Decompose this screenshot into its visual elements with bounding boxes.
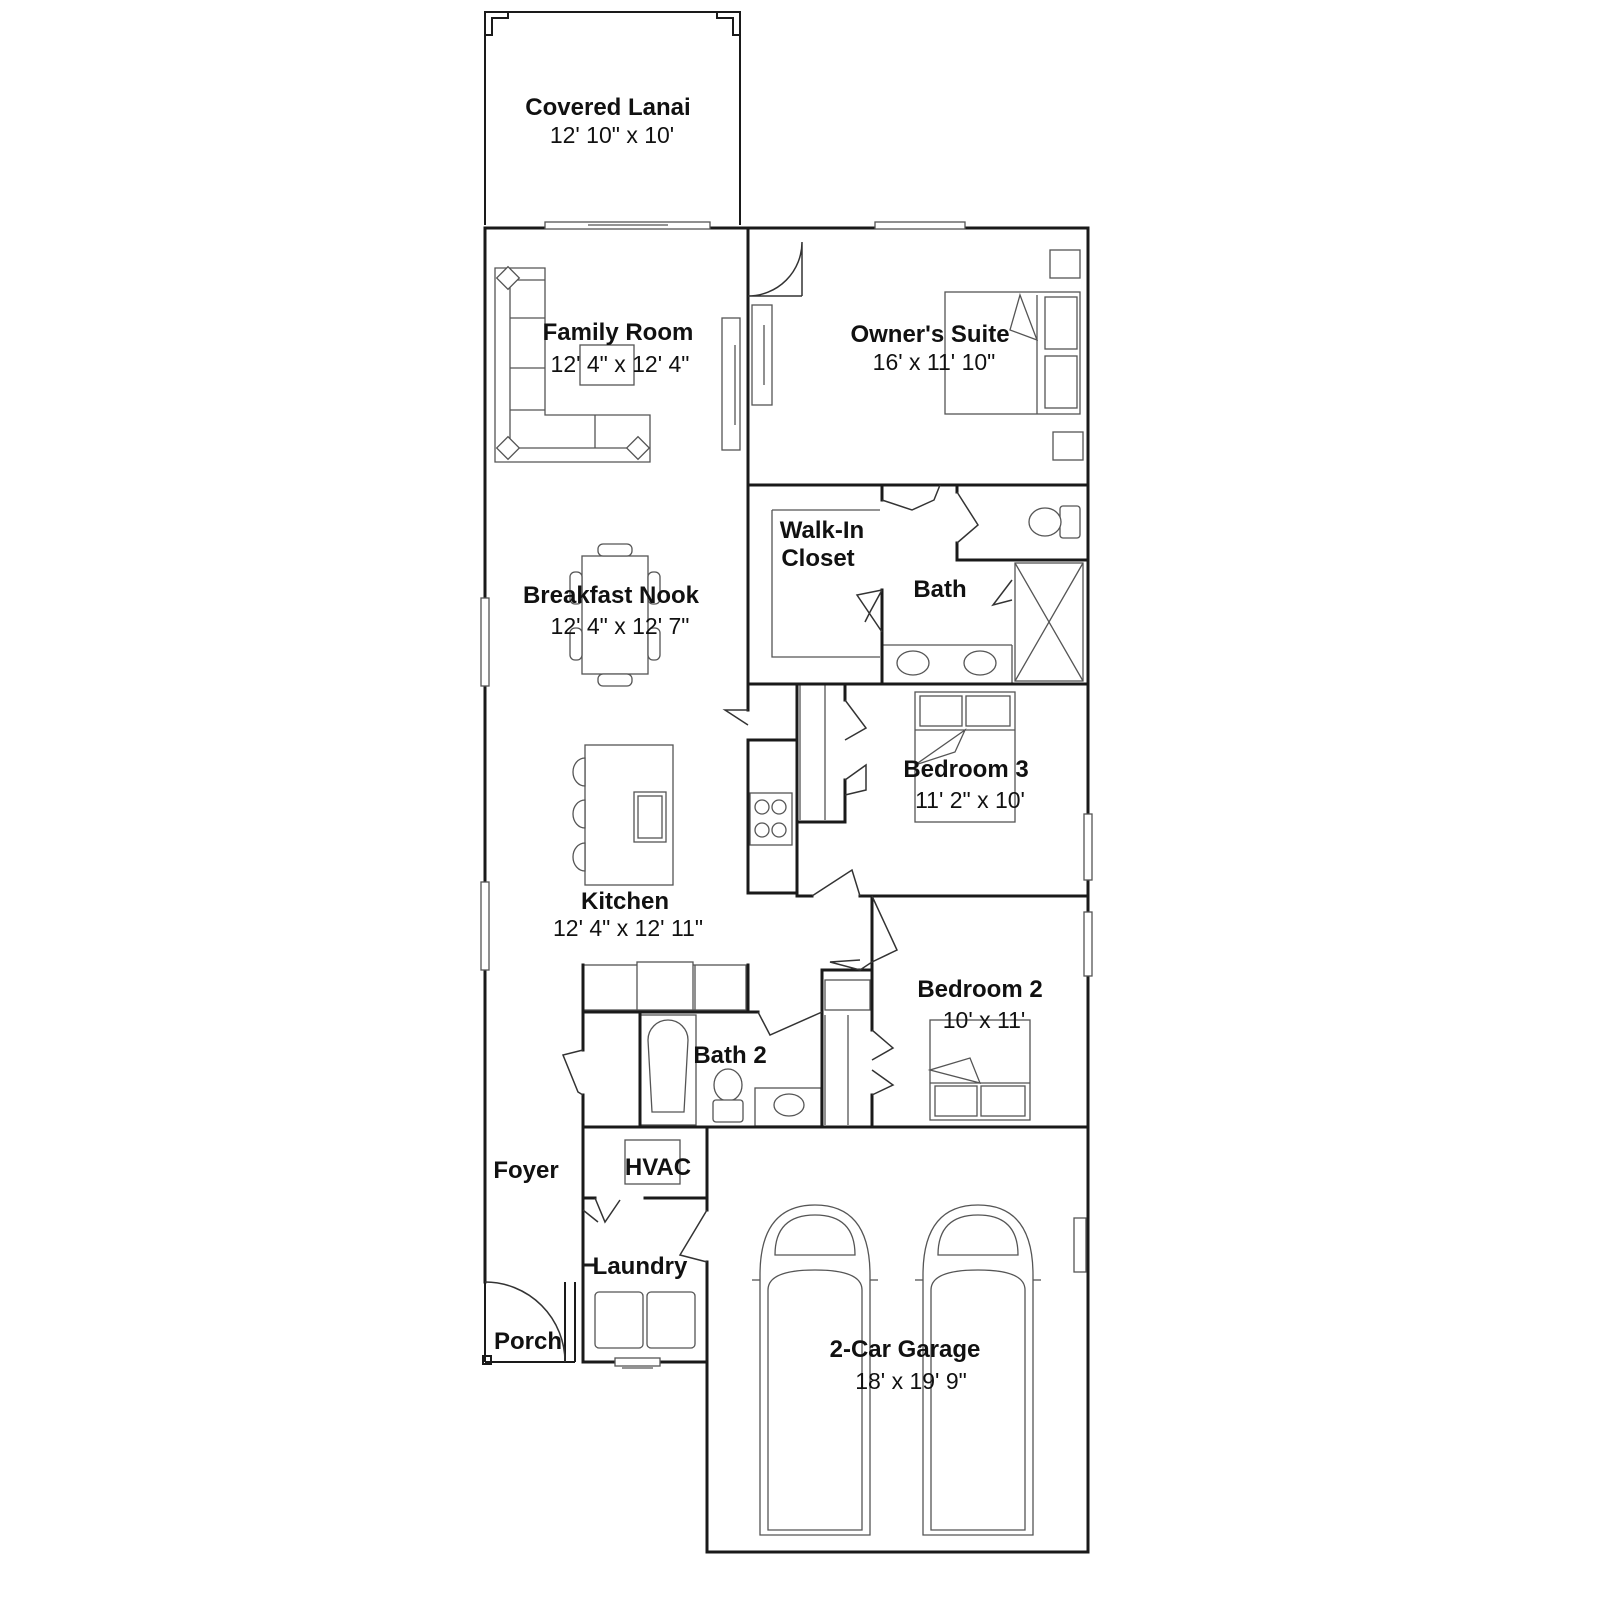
double-vanity-icon [882,644,1013,683]
tv-console-icon [751,304,773,406]
sectional-sofa-icon [494,265,651,463]
room-name-foyer: Foyer [493,1157,558,1184]
room-name-walk-in-closet: Walk-In [780,517,864,544]
room-dim-kitchen: 12' 4" x 12' 11" [553,915,703,941]
room-name-hvac: HVAC [625,1154,691,1181]
hvac-unit-icon [624,1139,681,1185]
linen-shelf-icon [824,979,871,1011]
nightstand-icon [1049,249,1081,279]
walls [482,11,1090,1554]
room-dim-covered-lanai: 12' 10" x 10' [550,122,674,148]
room-dim-breakfast-nook: 12' 4" x 12' 7" [551,613,690,639]
room-name-covered-lanai: Covered Lanai [525,94,690,121]
room-name-bath-2: Bath 2 [693,1042,766,1069]
sink-vanity-icon [754,1087,822,1127]
room-name-garage: 2-Car Garage [830,1336,981,1363]
closet-shelf-icon [799,685,826,820]
washer-dryer-icon [594,1291,696,1349]
room-name-owners-suite: Owner's Suite [850,321,1009,348]
room-dim-garage: 18' x 19' 9" [855,1368,967,1394]
windows [480,221,1093,1369]
closet-shelf-icon [824,1015,849,1125]
kitchen-island-icon [572,744,674,886]
coffee-table-icon [579,344,635,386]
bed-icon [914,691,1016,823]
kitchen-counter-icon [749,739,795,894]
bathtub-icon [639,1014,697,1126]
room-name-owner-bath: Bath [913,576,966,603]
closet-shelf-icon [771,509,880,658]
room-name-bedroom-3: Bedroom 3 [903,756,1028,783]
bed-icon [944,291,1081,415]
room-name-kitchen: Kitchen [581,888,669,915]
room-dim-bedroom-3: 11' 2" x 10' [915,787,1025,813]
toilet-icon [1028,505,1081,539]
room-name-family-room: Family Room [543,319,694,346]
tv-console-icon [721,317,741,451]
room-dim-bedroom-2: 10' x 11' [943,1007,1026,1033]
room-name-walk-in-closet-line2: Closet [781,545,854,572]
room-name-laundry: Laundry [593,1253,688,1280]
toilet-icon [712,1068,744,1123]
car-icon [915,1204,1041,1536]
pantry-counter-icon [582,961,747,1011]
doors [484,241,1013,1363]
room-dim-owners-suite: 16' x 11' 10" [873,349,996,375]
car-icon [752,1204,878,1536]
room-name-porch: Porch [494,1328,562,1355]
bed-icon [927,1019,1031,1121]
nightstand-icon [1052,431,1084,461]
dining-table-icon [569,543,661,687]
room-name-breakfast-nook: Breakfast Nook [523,582,700,609]
shower-icon [1014,562,1084,682]
room-name-bedroom-2: Bedroom 2 [917,976,1042,1003]
room-dim-family-room: 12' 4" x 12' 4" [551,351,690,377]
